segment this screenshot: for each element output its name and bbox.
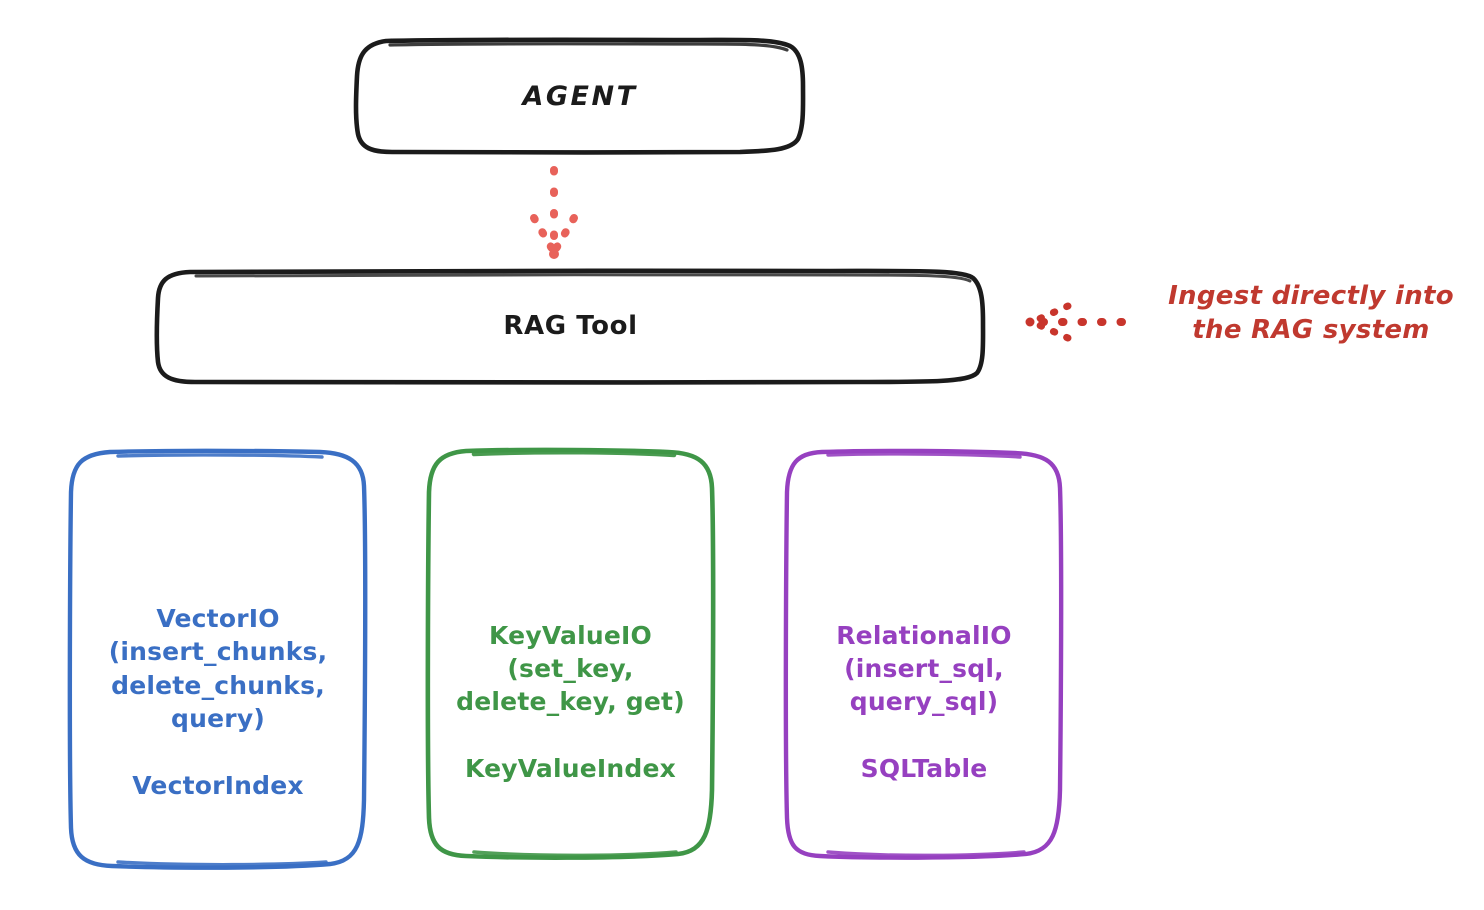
ingest-annotation: Ingest directly into the RAG system — [1146, 279, 1476, 348]
rag-tool-box-outline — [154, 268, 986, 385]
rag-tool-node[interactable]: RAG Tool — [157, 271, 984, 383]
vector-io-api-label: VectorIO (insert_chunks, delete_chunks, … — [108, 604, 328, 733]
key-value-io-index-label: KeyValueIndex — [464, 754, 677, 784]
rag-tool-node-label: RAG Tool — [503, 311, 638, 342]
vector-io-box-outline — [67, 448, 368, 870]
vector-io-node[interactable]: VectorIO (insert_chunks, delete_chunks, … — [70, 450, 366, 868]
agent-to-rag-connector — [530, 166, 578, 259]
agent-node[interactable]: AGENT — [356, 40, 804, 153]
key-value-io-api-label: KeyValueIO (set_key, delete_key, get) — [456, 620, 685, 717]
relational-io-index-label: SQLTable — [860, 754, 988, 784]
vector-io-content: VectorIO (insert_chunks, delete_chunks, … — [70, 518, 366, 800]
relational-io-api-label: RelationalIO (insert_sql, query_sql) — [836, 620, 1012, 717]
agent-box-outline — [353, 37, 806, 155]
key-value-io-content: KeyValueIO (set_key, delete_key, get) Ke… — [428, 523, 713, 784]
ingest-arrow-connector — [1025, 302, 1126, 342]
relational-io-content: RelationalIO (insert_sql, query_sql) SQL… — [787, 523, 1061, 784]
vector-io-index-label: VectorIndex — [132, 771, 304, 800]
key-value-io-node[interactable]: KeyValueIO (set_key, delete_key, get) Ke… — [428, 450, 713, 856]
relational-io-box-outline — [783, 448, 1064, 860]
key-value-io-box-outline — [425, 447, 716, 860]
agent-node-label: AGENT — [522, 80, 638, 112]
relational-io-node[interactable]: RelationalIO (insert_sql, query_sql) SQL… — [787, 450, 1061, 856]
ingest-annotation-text: Ingest directly into the RAG system — [1168, 281, 1454, 346]
